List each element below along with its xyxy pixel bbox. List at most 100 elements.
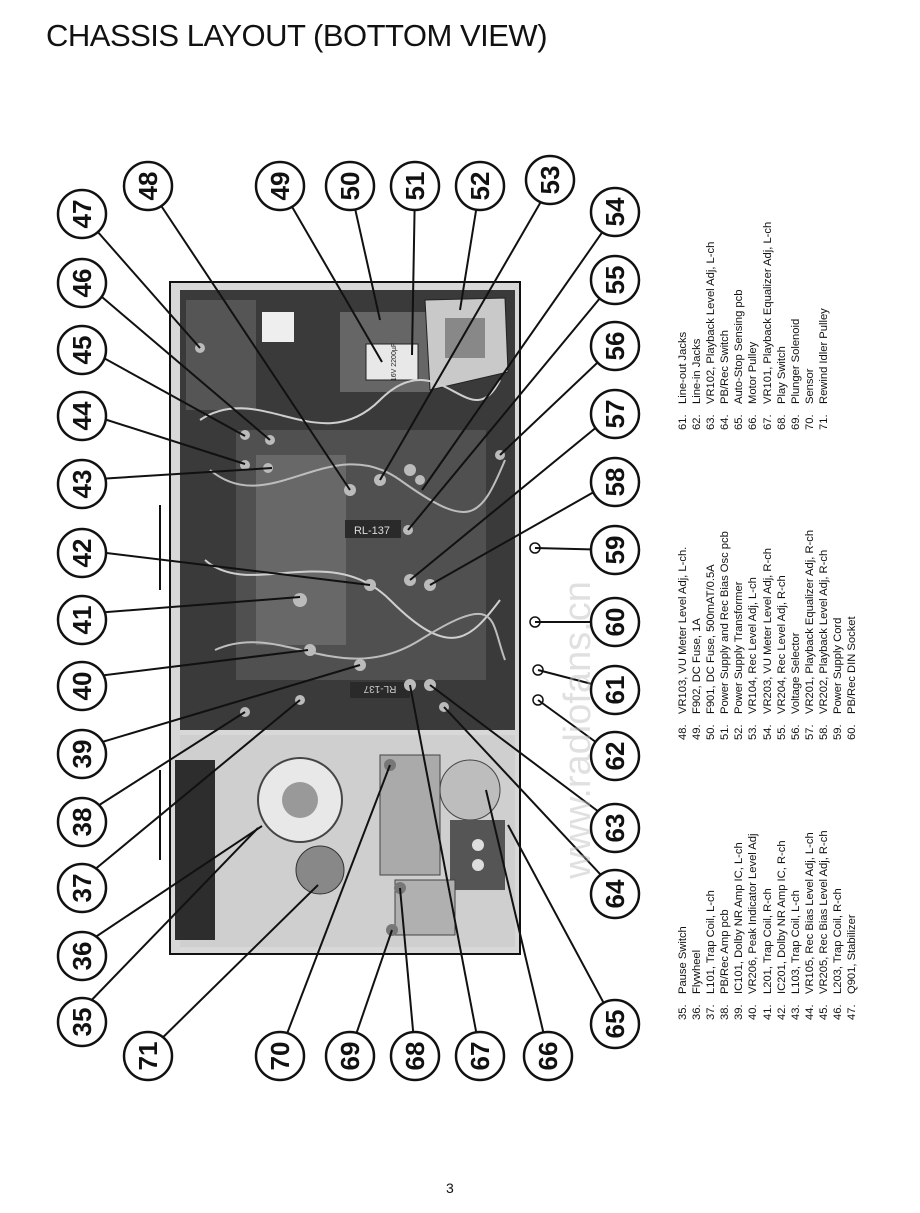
svg-text:37: 37 — [67, 874, 97, 903]
legend-item-number: 50. — [705, 724, 718, 740]
page-title: CHASSIS LAYOUT (BOTTOM VIEW) — [46, 18, 548, 53]
svg-text:54: 54 — [600, 197, 630, 226]
legend-item-text: Motor Pulley — [747, 341, 760, 404]
legend-item: 57.VR201, Playback Equalizer Adj, R-ch — [803, 530, 817, 740]
legend-item-text: VR201, Playback Equalizer Adj, R-ch — [803, 529, 816, 714]
callout-71: 71 — [122, 1030, 174, 1082]
svg-text:55: 55 — [600, 266, 630, 295]
capacitor-label: 16V 2200µF — [391, 343, 398, 381]
svg-text:46: 46 — [67, 269, 97, 298]
callout-39: 39 — [56, 728, 108, 780]
svg-text:70: 70 — [265, 1042, 295, 1071]
legend-item-number: 45. — [817, 1004, 830, 1020]
callout-50: 50 — [324, 160, 376, 212]
legend-item: 36.Flywheel — [690, 820, 704, 1020]
svg-text:36: 36 — [67, 942, 97, 971]
legend-list-2: 48.VR103, VU Meter Level Adj, L-ch.49.F9… — [676, 530, 859, 740]
legend-item-number: 54. — [761, 724, 774, 740]
callout-35: 35 — [56, 996, 108, 1048]
callout-36: 36 — [56, 930, 108, 982]
legend-item-text: Pause Switch — [677, 926, 689, 994]
callout-68: 68 — [389, 1030, 441, 1082]
legend-item-number: 63. — [705, 414, 718, 430]
svg-text:41: 41 — [67, 606, 97, 635]
legend-item: 51. Power Supply and Rec Bias Osc pcb — [718, 531, 732, 740]
legend-item: 67.VR101, Playback Equalizer Adj, L-ch — [761, 222, 775, 430]
legend-item-text: Line-out Jacks — [677, 331, 689, 404]
callout-60: 60 — [589, 596, 641, 648]
legend-item-number: 67. — [761, 414, 774, 430]
legend-item-text: L103, Trap Coil, L-ch — [789, 890, 802, 994]
legend-item-number: 56. — [789, 724, 802, 740]
callout-65: 65 — [589, 998, 641, 1050]
legend-item-text: Play Switch — [775, 346, 788, 404]
svg-text:49: 49 — [265, 172, 295, 201]
legend-item-text: VR203, VU Meter Level Adj, R-ch — [761, 547, 774, 714]
legend-item: 48. VR103, VU Meter Level Adj, L-ch. — [676, 540, 690, 740]
callout-43: 43 — [56, 458, 108, 510]
legend-item: 62.Line-in Jacks — [690, 230, 704, 430]
callout-63: 63 — [589, 802, 641, 854]
legend-item-number: 60. — [846, 724, 859, 740]
callout-53: 53 — [524, 154, 576, 206]
svg-text:52: 52 — [465, 172, 495, 201]
svg-text:38: 38 — [67, 808, 97, 837]
svg-text:47: 47 — [67, 200, 97, 229]
legend-item-number: 35. — [677, 1004, 689, 1020]
svg-text:59: 59 — [600, 536, 630, 565]
legend-item-text: VR204, Rec Level Adj, R-ch — [775, 575, 788, 714]
callout-51: 51 — [389, 160, 441, 212]
legend-item-number: 71. — [817, 414, 830, 430]
legend-item-text: VR102, Playback Level Adj, L-ch — [705, 241, 718, 404]
svg-text:58: 58 — [600, 468, 630, 497]
callout-circles: 35 36 37 38 39 40 41 42 43 44 45 46 47 4… — [56, 154, 641, 1082]
svg-text:40: 40 — [67, 672, 97, 701]
svg-text:63: 63 — [600, 814, 630, 843]
legend-item-number: 51. — [719, 724, 732, 740]
legend-item: 40.VR206, Peak Indicator Level Adj — [746, 820, 760, 1020]
callout-67: 67 — [454, 1030, 506, 1082]
legend-item-text: PB/Rec DIN Socket — [846, 616, 859, 714]
chassis-photo: 16V 2200µF RL-137 RL-137 — [159, 281, 544, 955]
legend-item-number: 62. — [691, 414, 704, 430]
callout-66: 66 — [522, 1030, 574, 1082]
svg-text:42: 42 — [67, 539, 97, 568]
callout-59: 59 — [589, 524, 641, 576]
legend-item-text: L201, Trap Coil, R-ch — [761, 888, 774, 994]
leader-lines — [81, 185, 616, 1053]
legend-item-text: VR103, VU Meter Level Adj, L-ch. — [677, 546, 689, 714]
svg-text:53: 53 — [535, 166, 565, 195]
legend-item-text: Rewind Idler Pulley — [817, 308, 830, 404]
legend-item: 44.VR105, Rec Bias Level Adj, L-ch — [803, 820, 817, 1020]
callout-38: 38 — [56, 796, 108, 848]
svg-text:43: 43 — [67, 470, 97, 499]
pcb-label-top: RL-137 — [354, 525, 390, 537]
legend-item-text: Power Supply and Rec Bias Osc pcb — [719, 531, 732, 714]
legend-item-text: VR202, Playback Level Adj, R-ch — [817, 549, 830, 714]
legend-item-text: Sensor — [803, 368, 816, 404]
legend-item-text: Power Supply Transformer — [733, 581, 746, 714]
legend-item-text: VR105, Rec Bias Level Adj, L-ch — [803, 832, 816, 994]
callout-58: 58 — [589, 456, 641, 508]
legend-item-text: PB/Rec Switch — [719, 330, 732, 404]
legend-item-number: 47. — [846, 1004, 859, 1020]
legend-item-number: 48. — [677, 724, 689, 740]
legend-item-text: Flywheel — [691, 949, 704, 994]
legend-item-text: L101, Trap Coil, L-ch — [705, 890, 718, 994]
legend-item-number: 64. — [719, 414, 732, 430]
svg-text:68: 68 — [400, 1042, 430, 1071]
callout-46: 46 — [56, 257, 108, 309]
callout-48: 48 — [122, 160, 174, 212]
svg-text:61: 61 — [600, 676, 630, 705]
legend-item-number: 58. — [817, 724, 830, 740]
callout-40: 40 — [56, 660, 108, 712]
legend-item-text: Q901, Stabilizer — [846, 914, 859, 994]
legend-item-text: VR104, Rec Level Adj, L-ch — [747, 577, 760, 714]
legend-item-text: Power Supply Cord — [832, 617, 845, 714]
svg-text:62: 62 — [600, 742, 630, 771]
legend-item-number: 52. — [733, 724, 746, 740]
legend-item: 64. PB/Rec Switch — [718, 230, 732, 430]
legend-item-number: 66. — [747, 414, 760, 430]
legend-item: 46.L203, Trap Coil, R-ch — [831, 820, 845, 1020]
